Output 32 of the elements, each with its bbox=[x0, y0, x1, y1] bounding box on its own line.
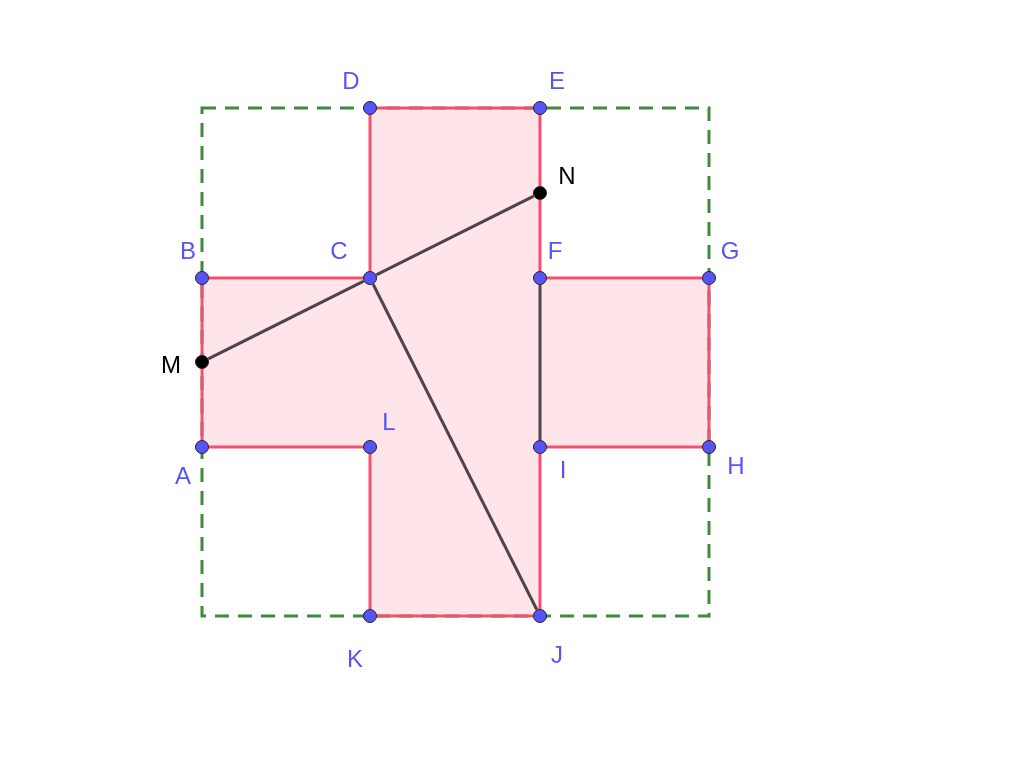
point-label: D bbox=[342, 69, 360, 93]
line-segment bbox=[377, 614, 533, 618]
point-label: L bbox=[382, 410, 396, 434]
line-segment bbox=[200, 285, 204, 355]
point-label: N bbox=[558, 164, 576, 188]
point-label: M bbox=[161, 353, 181, 377]
line-segment bbox=[209, 445, 363, 449]
line-segment bbox=[538, 454, 542, 609]
point-label: K bbox=[347, 647, 363, 671]
point-label: E bbox=[549, 69, 565, 93]
line-segment bbox=[538, 115, 542, 186]
point-label: F bbox=[547, 239, 563, 263]
line-segment bbox=[371, 283, 539, 611]
line-segment bbox=[547, 445, 702, 449]
line-segment bbox=[368, 454, 372, 609]
point-label: J bbox=[551, 643, 563, 667]
point-label: B bbox=[180, 239, 196, 263]
line-segment bbox=[377, 106, 533, 110]
point-label: H bbox=[727, 454, 745, 478]
point-label: I bbox=[559, 458, 567, 482]
line-segment bbox=[547, 276, 702, 280]
line-segment bbox=[375, 194, 535, 277]
point-label: C bbox=[330, 239, 348, 263]
point-label: G bbox=[720, 239, 740, 263]
line-segment bbox=[200, 369, 204, 440]
line-segment bbox=[207, 279, 365, 361]
line-segment bbox=[368, 115, 372, 271]
line-segment bbox=[707, 285, 711, 440]
line-segment bbox=[538, 285, 542, 440]
point-label: A bbox=[175, 464, 191, 488]
line-segment bbox=[209, 276, 363, 280]
line-segment bbox=[538, 200, 542, 271]
